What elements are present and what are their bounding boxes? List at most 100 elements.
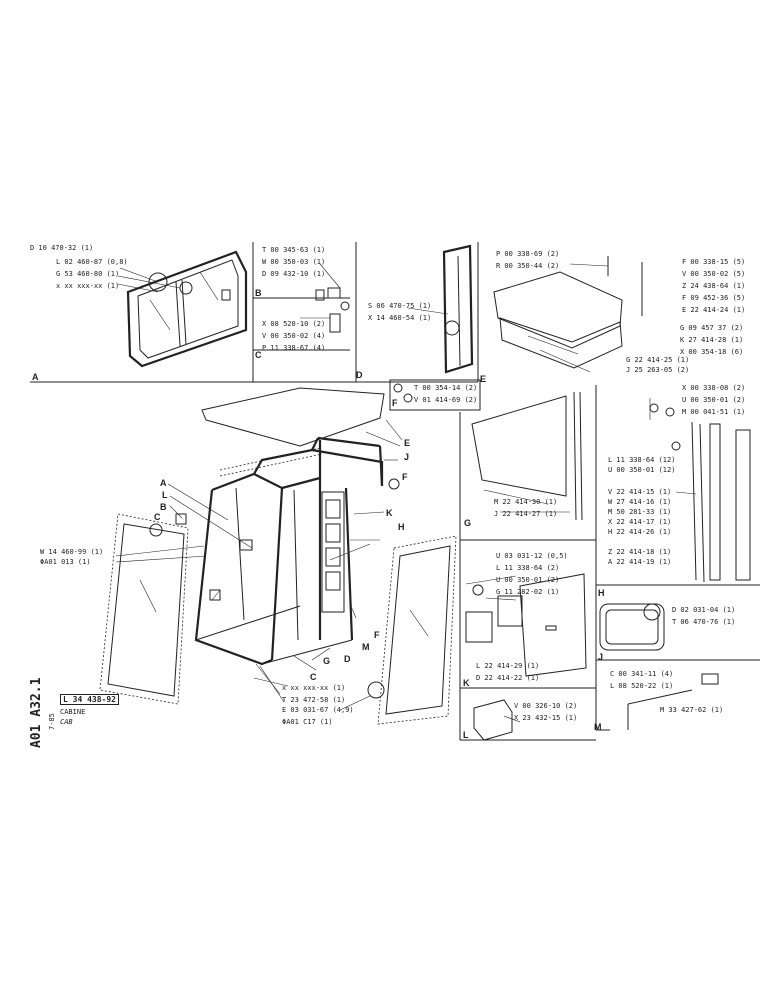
seal-strips-drawing: [649, 398, 751, 583]
callout-letter: L: [162, 490, 168, 500]
part-number: H 22 414-26 (1): [608, 528, 672, 536]
part-number: U 00 350-01 (12): [608, 466, 676, 474]
panel-letter: E: [480, 374, 487, 384]
part-number: V 01 414-69 (2): [414, 396, 478, 404]
panel-letter: F: [392, 398, 398, 408]
part-number: W 27 414-16 (1): [608, 498, 672, 506]
part-number: M 00 041-51 (1): [682, 408, 746, 416]
panel-letter: M: [594, 722, 602, 732]
part-number: G 22 414-25 (1): [626, 356, 690, 364]
panel-letter: G: [464, 518, 472, 528]
part-number: D 09 432-10 (1): [262, 270, 326, 278]
part-number: T 00 354-14 (2): [414, 384, 478, 392]
callout-letter: G: [323, 656, 331, 666]
part-number: L 11 338-64 (2): [496, 564, 560, 572]
part-number: J 22 414-27 (1): [494, 510, 558, 518]
part-number: ΦA01 013 (1): [40, 558, 91, 566]
part-number: U 00 350-01 (2): [682, 396, 746, 404]
callout-letter: A: [160, 478, 167, 488]
part-number: x xx xxx-xx (1): [282, 684, 346, 692]
part-number: E 22 414-24 (1): [682, 306, 746, 314]
part-number: R 00 350-44 (2): [496, 262, 560, 270]
part-number: x xx xxx-xx (1): [56, 282, 120, 290]
part-number: X 22 414-17 (1): [608, 518, 672, 526]
panel-letter: K: [463, 678, 470, 688]
drawing-title-en: CAB: [60, 718, 73, 726]
part-number: J 25 263-05 (2): [626, 366, 690, 374]
callout-letter: K: [386, 508, 393, 518]
part-number: D 10 470-32 (1): [30, 244, 94, 252]
part-number: X 14 460-54 (1): [368, 314, 432, 322]
part-number: X 00 354-18 (6): [680, 348, 744, 356]
panel-letter: L: [463, 730, 469, 740]
part-number: T 23 472-58 (1): [282, 696, 346, 704]
drawing-ref-code: A01 A32.1: [29, 677, 44, 748]
cab-assembly-drawing: [99, 387, 457, 725]
part-number: C 00 341-11 (4): [610, 670, 674, 678]
panel-letter: H: [598, 588, 605, 598]
callout-letter: E: [404, 438, 411, 448]
window-assembly-drawing: [117, 250, 248, 368]
drawing-date: 7-85: [48, 713, 56, 730]
part-number: M 33 427-62 (1): [660, 706, 724, 714]
callout-letter: B: [160, 502, 167, 512]
part-number: M 22 414-30 (1): [494, 498, 558, 506]
part-number: P 00 338-69 (2): [496, 250, 560, 258]
glass-panel-drawing: [471, 391, 583, 521]
drawing-part-number: L 34 438-92: [60, 694, 119, 705]
part-number: L 02 460-87 (0,8): [56, 258, 128, 266]
callout-letter: C: [310, 672, 317, 682]
drawing-title-fr: CABINE: [60, 708, 86, 716]
part-number: V 00 350-02 (5): [682, 270, 746, 278]
part-number: V 00 350-02 (4): [262, 332, 326, 340]
part-number: A 22 414-19 (1): [608, 558, 672, 566]
callout-letter: F: [402, 472, 408, 482]
part-number: E 03 031-67 (4,9): [282, 706, 354, 714]
part-number: L 08 520-22 (1): [610, 682, 674, 690]
panel-letter: A: [32, 372, 39, 382]
wiper-drawing: [599, 603, 719, 730]
callout-letter: J: [404, 452, 410, 462]
part-number: D 02 031-04 (1): [672, 606, 736, 614]
panel-frames: [30, 242, 760, 741]
panel-letter: D: [356, 370, 363, 380]
part-number: G 53 460-80 (1): [56, 270, 120, 278]
part-number: Z 24 438-64 (1): [682, 282, 746, 290]
part-number: T 06 470-76 (1): [672, 618, 736, 626]
panel-letter: B: [255, 288, 262, 298]
pin-drawing: [393, 383, 413, 403]
part-number: U 00 350-01 (2): [496, 576, 560, 584]
bracket-drawing: [465, 573, 587, 677]
callout-letter: C: [154, 512, 161, 522]
door-seal-drawing: [407, 244, 474, 374]
part-number: ΦA01 C17 (1): [282, 718, 333, 726]
part-number: D 22 414-22 (1): [476, 674, 540, 682]
part-number: L 11 338-64 (12): [608, 456, 676, 464]
part-number: F 00 338-15 (5): [682, 258, 746, 266]
box-drawing: [473, 699, 521, 741]
callout-letter: H: [398, 522, 405, 532]
part-number: L 22 414-29 (1): [476, 662, 540, 670]
panel-letter: C: [255, 350, 262, 360]
panel-letter: J: [598, 652, 604, 662]
part-number: G 11 282-02 (1): [496, 588, 560, 596]
part-number: X 00 338-08 (2): [682, 384, 746, 392]
callout-letter: D: [344, 654, 351, 664]
part-number: X 23 432-15 (1): [514, 714, 578, 722]
roof-liner-drawing: [493, 256, 643, 373]
part-number: F 09 452-36 (5): [682, 294, 746, 302]
callout-letter: M: [362, 642, 370, 652]
part-number: X 08 520-10 (2): [262, 320, 326, 328]
latch-drawing: [300, 263, 350, 333]
callout-letter: F: [374, 630, 380, 640]
part-number: M 50 281-33 (1): [608, 508, 672, 516]
part-number: P 11 338-67 (4): [262, 344, 326, 352]
part-number: U 03 031-12 (0,5): [496, 552, 568, 560]
part-number: V 00 326-10 (2): [514, 702, 578, 710]
part-number: W 00 350-03 (1): [262, 258, 326, 266]
part-number: V 22 414-15 (1): [608, 488, 672, 496]
part-number: Z 22 414-18 (1): [608, 548, 672, 556]
part-number: G 09 457 37 (2): [680, 324, 744, 332]
part-number: W 14 460-99 (1): [40, 548, 104, 556]
